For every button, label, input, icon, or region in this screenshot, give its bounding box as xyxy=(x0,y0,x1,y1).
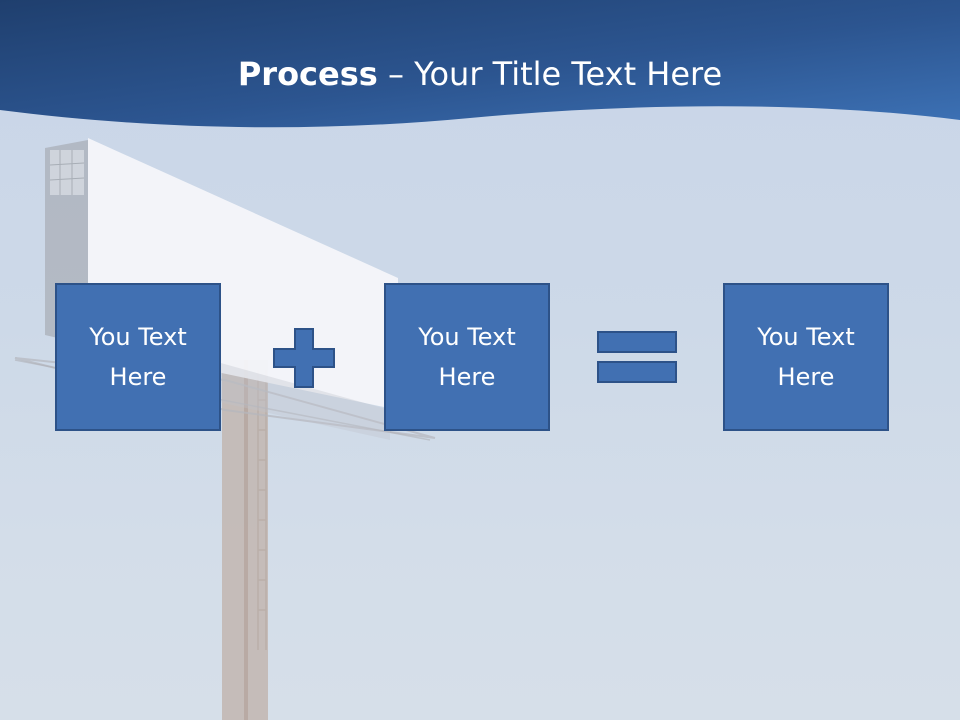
header-wave-banner xyxy=(0,0,960,128)
process-box-2-text: You Text Here xyxy=(418,323,516,391)
process-box-1-text: You Text Here xyxy=(89,323,187,391)
plus-icon xyxy=(273,328,335,388)
equals-icon xyxy=(597,331,677,383)
slide-title-rest: – Your Title Text Here xyxy=(377,55,723,93)
process-box-3-text: You Text Here xyxy=(757,323,855,391)
slide-title-bold: Process xyxy=(237,55,378,93)
slide-title: Process – Your Title Text Here xyxy=(0,48,960,100)
process-box-2[interactable]: You Text Here xyxy=(384,283,550,431)
process-box-1[interactable]: You Text Here xyxy=(55,283,221,431)
process-box-3[interactable]: You Text Here xyxy=(723,283,889,431)
